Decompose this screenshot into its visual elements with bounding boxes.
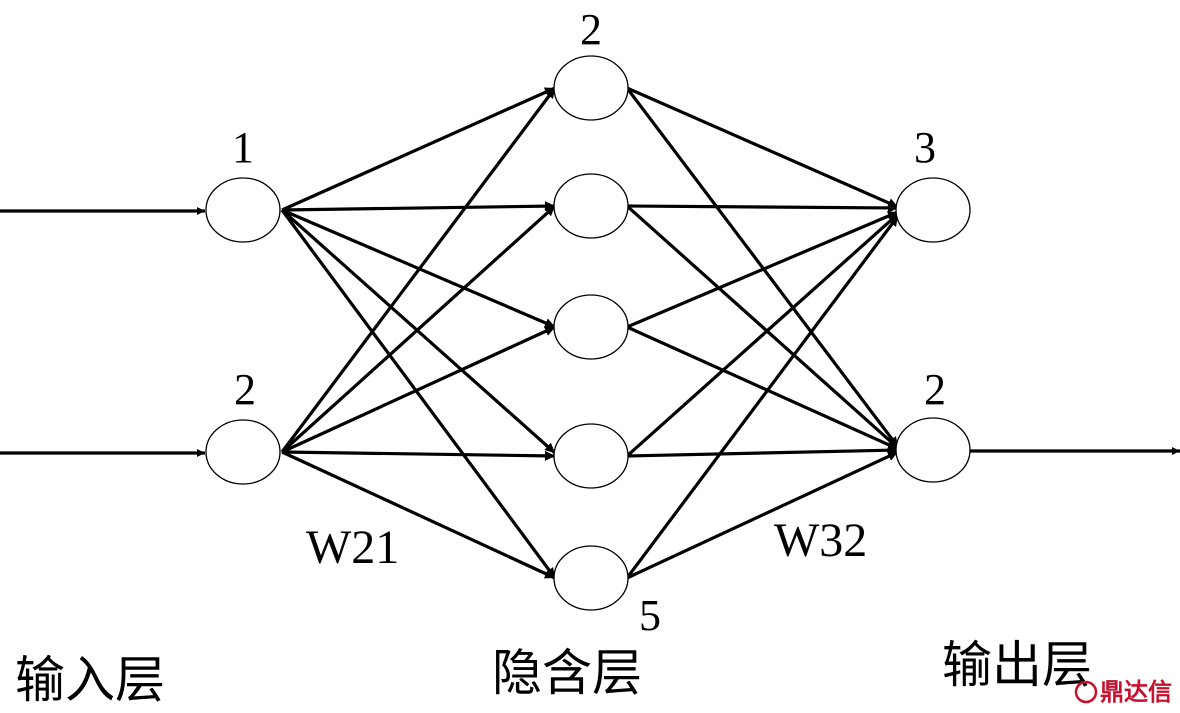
edge-h3-o1: [626, 210, 899, 329]
watermark: 鼎达信: [1074, 678, 1172, 706]
edge-h4-o2: [626, 445, 899, 458]
input-node-2: [205, 419, 281, 485]
edge-i1-h2: [281, 201, 556, 212]
hidden-layer-label: 隐含层: [492, 644, 642, 702]
hidden-node-4: [553, 423, 629, 489]
edge-h1-o2: [625, 87, 900, 448]
hidden-node-3: [553, 294, 629, 360]
output-node-1-label: 3: [914, 123, 936, 172]
edge-h2-o1: [626, 202, 899, 213]
watermark-logo-icon: [1074, 680, 1098, 704]
hidden-node-2: [553, 173, 629, 239]
hidden-node-1: [553, 55, 629, 121]
output-node-2: [895, 417, 971, 483]
output-node-2-label: 2: [924, 365, 946, 414]
edge-h2-o2: [625, 204, 900, 450]
edge-i2-h2: [280, 204, 557, 454]
weight-label-w32: W32: [774, 514, 867, 567]
edge-i1-h4: [280, 208, 557, 455]
hidden-top-label: 2: [580, 5, 602, 54]
edge-i2-h3: [281, 325, 556, 454]
edge-h5-o2: [626, 450, 899, 580]
edge-i2-h1: [280, 87, 557, 453]
edge-i2-h5: [281, 450, 556, 580]
input-node-2-label: 2: [234, 365, 256, 414]
weight-label-w21: W21: [306, 521, 399, 574]
hidden-node-5: [553, 545, 629, 611]
input-layer-label: 输入层: [15, 651, 165, 709]
input-node-1-label: 1: [232, 123, 254, 172]
watermark-text: 鼎达信: [1100, 678, 1172, 706]
input-node-1: [205, 177, 281, 243]
output-node-1: [895, 177, 971, 243]
edge-i2-h4: [281, 450, 556, 461]
hidden-output-connections: [625, 86, 900, 580]
edge-h4-o1: [625, 212, 900, 458]
edge-i1-h5: [280, 209, 557, 579]
edge-i1-h1: [281, 86, 556, 212]
output-layer-label: 输出层: [942, 636, 1092, 694]
input-hidden-connections: [280, 86, 557, 580]
edge-h3-o2: [626, 325, 899, 451]
edge-h1-o1: [626, 86, 899, 209]
edge-h5-o1: [625, 215, 900, 579]
hidden-bottom-label: 5: [639, 591, 661, 640]
